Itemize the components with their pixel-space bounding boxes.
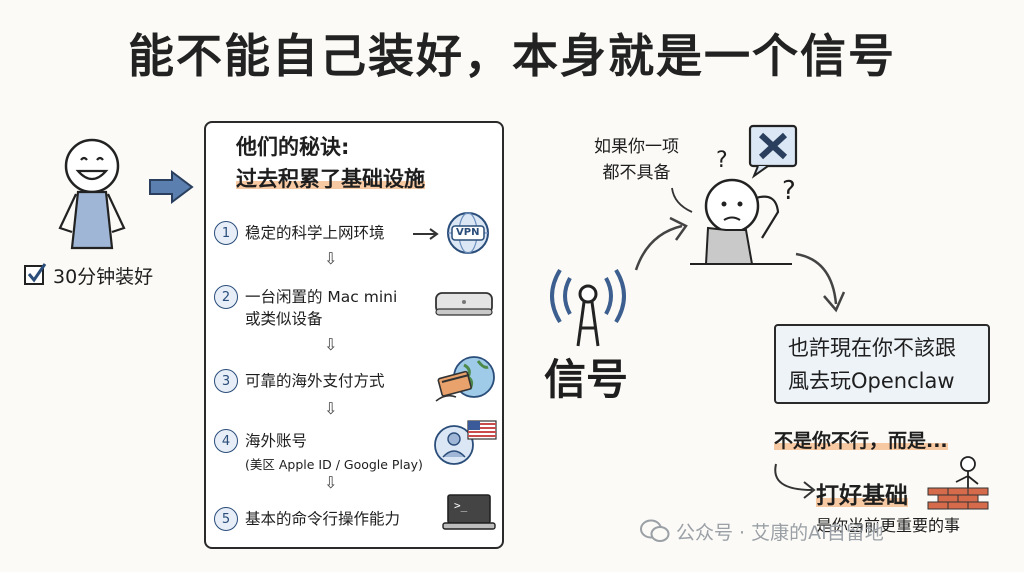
vpn-label: VPN [456,227,480,238]
step-subtext: (美区 Apple ID / Google Play) [245,457,423,472]
step-text: 可靠的海外支付方式 [245,372,385,390]
card-heading-line1: 他们的秘诀: [236,135,350,159]
user-account-flag-icon [434,420,497,465]
question-mark-icon: ? [782,176,796,206]
card-heading-line2: 过去积累了基础设施 [236,167,425,191]
step-text: 基本的命令行操作能力 [245,510,401,528]
step-number: 2 [214,285,238,309]
curved-arrow-icon [634,216,688,271]
step-number: 5 [214,507,238,531]
signal-label: 信号 [544,355,629,404]
checkbox-label: 30分钟装好 [53,266,154,288]
confused-person-icon [690,178,792,265]
step-text: 一台闲置的 Mac mini [245,288,398,306]
terminal-prompt: >_ [454,499,468,512]
advice-line2: 風去玩Openclaw [788,369,955,393]
down-arrow-icon: ⇩ [324,249,338,268]
step-number: 4 [214,429,238,453]
pointer-line [671,187,693,213]
vpn-globe-icon [447,212,489,254]
down-arrow-icon: ⇩ [324,473,338,492]
down-arrow-icon: ⇩ [324,335,338,354]
foundation-subtext: 是你当前更重要的事 [816,516,961,535]
step-text-line2: 或类似设备 [245,310,323,328]
step-text: 稳定的科学上网环境 [245,224,385,242]
step-number: 3 [214,369,238,393]
step-text: 海外账号 [245,432,308,450]
mac-mini-icon [435,292,493,316]
thought-text: 如果你一项都不具备 [594,137,679,183]
laptop-terminal-icon [442,494,496,530]
wechat-icon [640,519,670,542]
step-2: 2 一台闲置的 Mac mini 或类似设备 [214,285,397,329]
advice-line1: 也許現在你不該跟 [788,336,956,360]
right-arrow-icon [149,170,194,204]
curved-down-arrow-icon [795,252,846,313]
checkbox-icon [24,263,47,285]
step-3: 3 可靠的海外支付方式 [214,369,385,393]
secrets-card: 他们的秘诀: 过去积累了基础设施 1 稳定的科学上网环境 VPN ⇩ 2 一台闲… [204,121,504,549]
step-5: 5 基本的命令行操作能力 [214,507,400,531]
curved-right-arrow-icon [774,463,816,499]
right-arrow-small-icon [413,228,439,240]
page-title: 能不能自己装好，本身就是一个信号 [128,29,896,83]
foundation-text: 打好基础 [816,483,908,509]
signal-tower-icon [550,268,626,347]
question-mark-icon: ? [716,148,728,173]
watermark-text: 公众号 · 艾康的AI自留地 [676,522,884,544]
advice-box: 也許現在你不該跟 風去玩Openclaw [774,324,990,404]
down-arrow-icon: ⇩ [324,399,338,418]
step-number: 1 [214,221,238,245]
person-building-wall-icon [927,456,989,510]
smiling-person-icon [58,138,126,250]
cross-speech-bubble-icon [748,124,798,179]
payment-card-globe-icon [435,356,495,402]
not-you-text: 不是你不行，而是... [774,430,948,452]
step-1: 1 稳定的科学上网环境 [214,221,385,245]
step-4: 4 海外账号 (美区 Apple ID / Google Play) [214,429,423,473]
